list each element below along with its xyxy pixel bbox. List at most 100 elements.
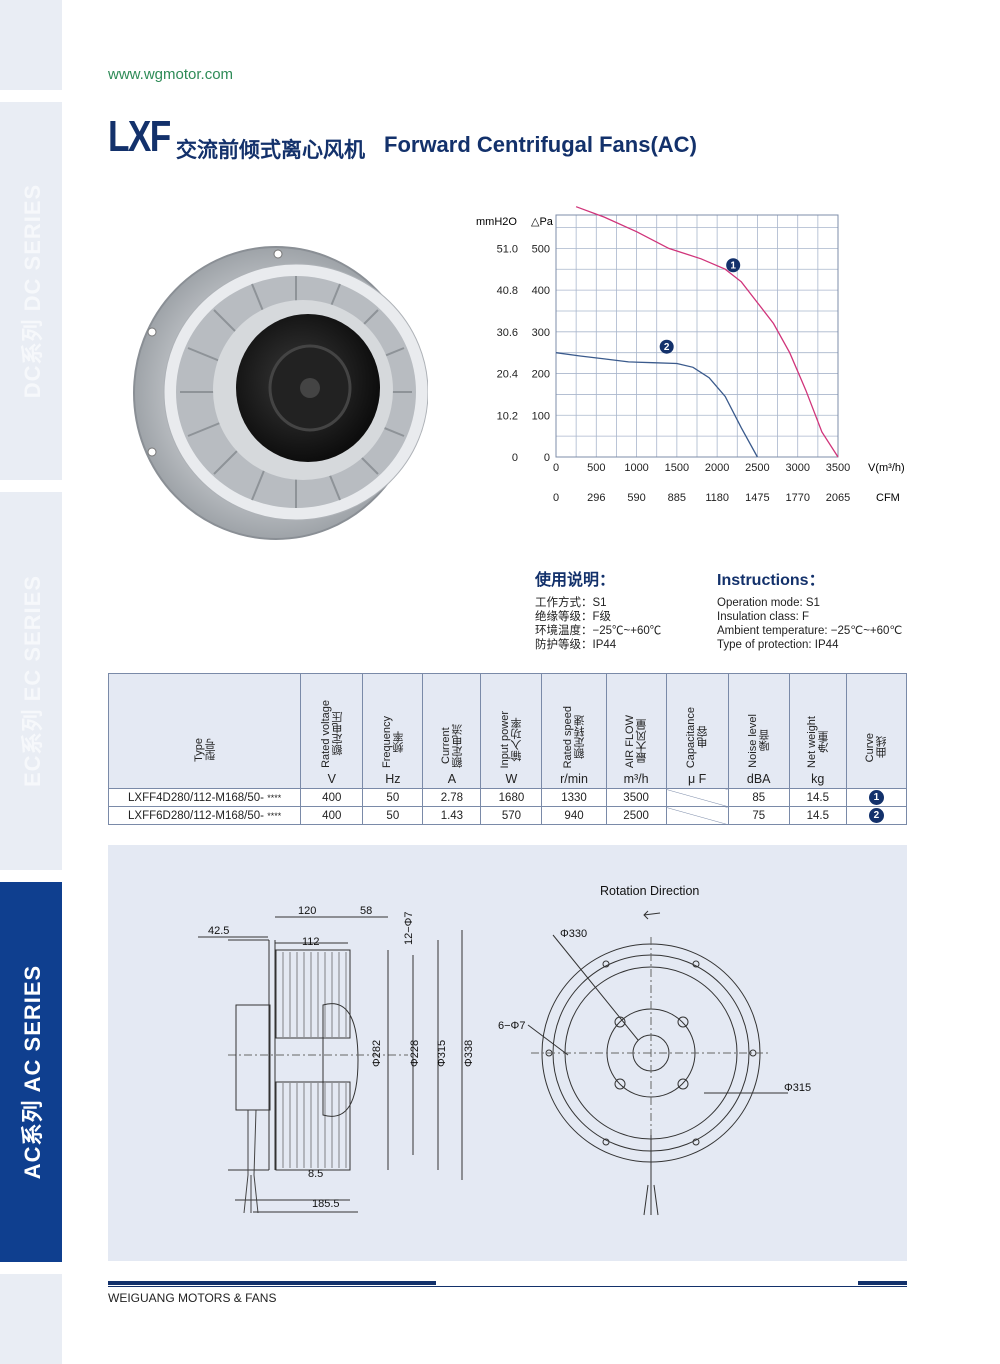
title-code: LXF <box>108 112 171 161</box>
side-tab-ec-label: EC系列 EC SERIES <box>20 574 45 788</box>
header-cn: 电容 <box>697 726 710 749</box>
chart-y-tick-pa: 200 <box>532 369 550 381</box>
side-tab-bottom <box>0 1274 62 1364</box>
cell-weight: 14.5 <box>788 788 847 807</box>
header-cn: 净重 <box>817 731 830 754</box>
chart-series-marker <box>726 258 741 273</box>
front-view <box>527 910 788 1216</box>
header-en: Noise level <box>746 714 759 768</box>
header-cn: 额定转速 <box>574 714 587 759</box>
dim-phi315-front: Φ315 <box>784 1082 811 1094</box>
footer-rule-left <box>108 1281 436 1285</box>
curve-badge: 2 <box>868 808 884 823</box>
dim-phi330: Φ330 <box>560 928 587 940</box>
side-tab-dc-label: DC系列 DC SERIES <box>20 183 45 399</box>
chart-x-tick-cfm: 885 <box>668 492 686 504</box>
chart-x-tick-m3h: 500 <box>587 462 605 474</box>
chart-series-label: 1 <box>730 261 736 272</box>
cell-voltage: 400 <box>300 788 364 807</box>
instructions-cn-line: 工作方式：S1 <box>535 597 607 609</box>
chart-x-tick-m3h: 2000 <box>705 462 729 474</box>
header-en: Capacitance <box>685 706 698 768</box>
header-cn: 型号 <box>204 739 217 762</box>
dim-42-5: 42.5 <box>208 925 229 937</box>
cell-weight: 14.5 <box>788 806 847 825</box>
chart-x-tick-m3h: 1000 <box>624 462 648 474</box>
instructions-en-line: Ambient temperature: −25℃~+60℃ <box>717 625 903 637</box>
chart-x-tick-m3h: 2500 <box>745 462 769 474</box>
cell-airflow: 3500 <box>605 788 667 807</box>
dim-58: 58 <box>360 905 372 917</box>
header-en: Input power <box>499 710 512 768</box>
header-unit: μ F <box>688 772 707 786</box>
dim-120: 120 <box>298 905 316 917</box>
header-en: Curve <box>864 732 877 762</box>
type-stars: **** <box>267 792 282 803</box>
instructions-en-line: Insulation class: F <box>717 611 810 623</box>
header-cn: 额定电流 <box>451 724 464 768</box>
chart-y-left-label: mmH2O <box>476 216 517 228</box>
header-unit: A <box>447 772 457 786</box>
chart-y-tick-pa: 100 <box>532 410 550 422</box>
side-view-dims: 120 58 12−Φ7 42.5 112 8.5 185.5 Φ282 Φ22… <box>208 905 475 1210</box>
cell-speed: 940 <box>541 806 607 825</box>
chart-x-unit-m3h: V(m³/h) <box>868 462 905 474</box>
header-en: Rated speed <box>562 705 575 768</box>
side-tab-ac-series[interactable]: AC系列 AC SERIES <box>0 882 62 1262</box>
instructions-cn: 使用说明： 工作方式：S1 绝缘等级：F级 环境温度：−25℃~+60℃ 防护等… <box>535 566 661 652</box>
side-tab-dc-series[interactable]: DC系列 DC SERIES <box>0 102 62 480</box>
dim-8-5: 8.5 <box>308 1168 323 1180</box>
chart-series-line <box>575 206 839 458</box>
table-row: LXFF4D280/112-M168/50- **** 400 50 2.78 … <box>107 788 908 807</box>
type-code: LXFF6D280/112-M168/50- <box>128 809 264 822</box>
dim-6-phi7: 6−Φ7 <box>498 1020 525 1032</box>
fan-product-image <box>133 246 428 540</box>
chart-x-tick-m3h: 3000 <box>785 462 809 474</box>
cell-current: 1.43 <box>422 806 482 825</box>
cell-power: 570 <box>480 806 543 825</box>
cell-power: 1680 <box>480 788 543 807</box>
dim-phi282: Φ282 <box>371 1040 383 1067</box>
cell-noise: 75 <box>727 806 790 825</box>
chart-y-tick-pa: 400 <box>532 285 550 297</box>
cell-type: LXFF6D280/112-M168/50- **** <box>107 806 302 825</box>
cell-capacitance <box>665 788 729 807</box>
chart-series-line <box>555 352 758 458</box>
cell-capacitance <box>665 806 729 825</box>
header-unit: V <box>327 772 336 786</box>
chart-y-right-label: △Pa <box>531 216 554 228</box>
chart-y-tick-pa: 0 <box>544 452 550 464</box>
chart-y-tick-mmh2o: 51.0 <box>497 243 518 255</box>
chart-series: 12 <box>555 206 839 458</box>
dim-185-5: 185.5 <box>312 1198 340 1210</box>
header-cn: 输入功率 <box>511 717 524 762</box>
footer-rule-right <box>858 1281 907 1285</box>
site-url[interactable]: www.wgmotor.com <box>108 66 234 83</box>
instructions-cn-line: 防护等级：IP44 <box>535 639 617 651</box>
cell-airflow: 2500 <box>605 806 667 825</box>
chart-x-tick-cfm: 2065 <box>826 492 850 504</box>
cell-curve: 1 <box>845 788 908 807</box>
header-unit: W <box>505 772 518 786</box>
header-en: AIR FLOW <box>624 714 637 768</box>
dim-phi228: Φ228 <box>409 1040 421 1067</box>
type-code: LXFF4D280/112-M168/50- <box>128 791 264 804</box>
chart-y-tick-pa: 500 <box>532 243 550 255</box>
header-en: Net weight <box>805 716 818 768</box>
chart-y-tick-mmh2o: 10.2 <box>497 410 518 422</box>
instructions-en-title: Instructions： <box>717 572 825 589</box>
instructions-en-line: Type of protection: IP44 <box>717 639 839 651</box>
cell-current: 2.78 <box>422 788 482 807</box>
side-tab-ec-series[interactable]: EC系列 EC SERIES <box>0 492 62 870</box>
chart-series-label: 2 <box>664 342 670 353</box>
instructions-en: Instructions： Operation mode: S1 Insulat… <box>717 566 902 652</box>
cell-frequency: 50 <box>362 806 424 825</box>
chart-x-tick-m3h: 0 <box>553 462 559 474</box>
